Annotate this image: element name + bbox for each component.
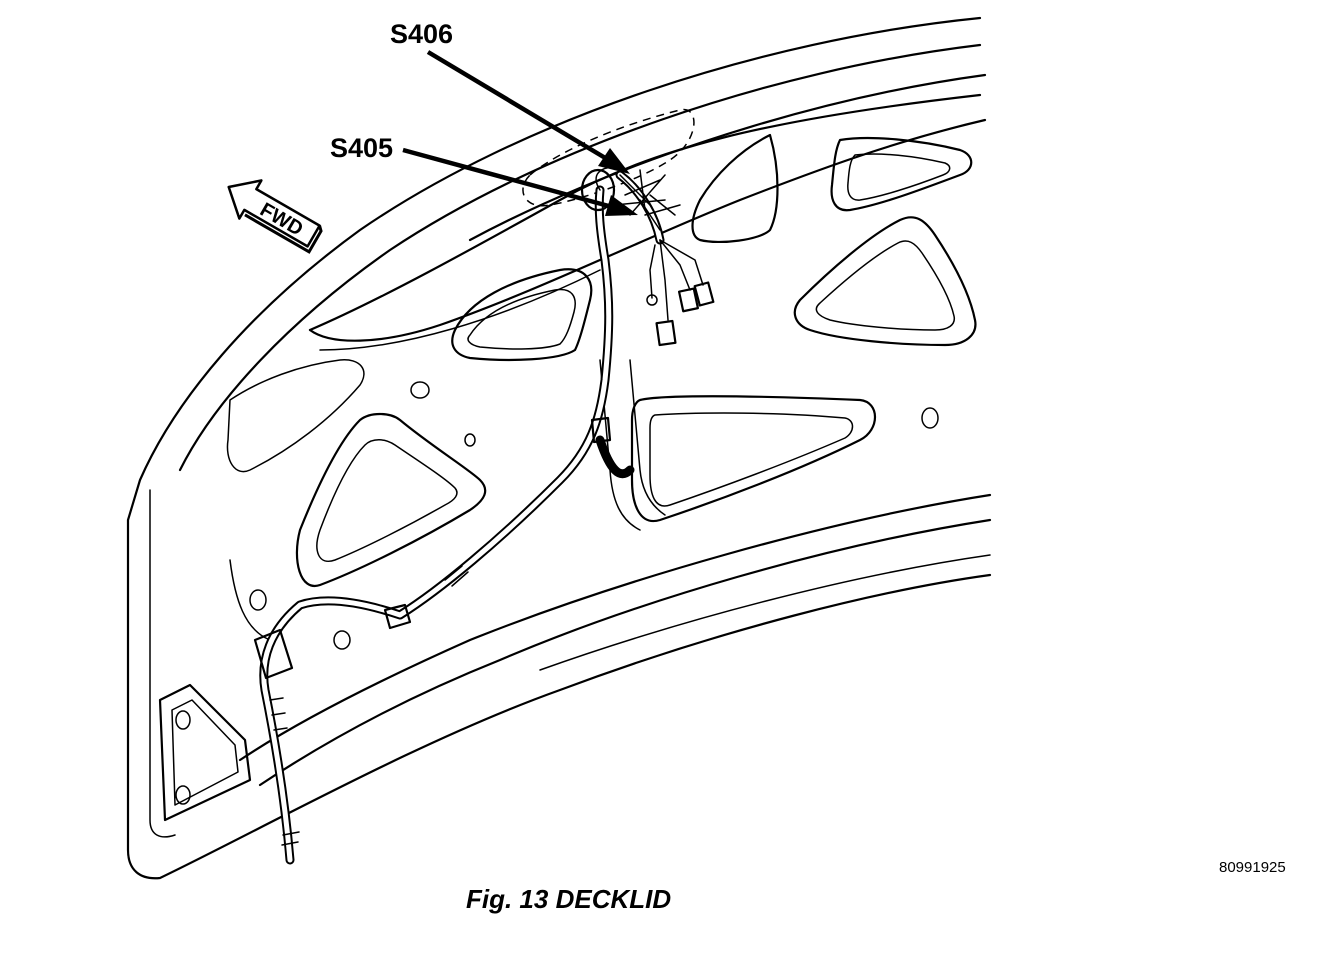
figure-caption: Fig. 13 DECKLID [466,884,672,914]
s405-arrowhead [605,195,638,216]
connectors [646,281,715,347]
s406-leader-line [426,50,614,164]
wiring-harness [253,166,704,865]
s406-arrowhead [598,148,630,174]
splice-marks [580,168,681,231]
hinge-bracket [158,683,252,822]
upper-ledge [308,93,987,351]
figure-code: 80991925 [1219,859,1286,876]
s405-leader-line [402,147,617,211]
callout-arrows [402,50,638,216]
mounting-holes [175,381,939,805]
callout-s405: S405 [330,133,393,163]
inner-panels [226,133,977,641]
fwd-arrow-icon: FWD [227,179,323,254]
decklid-outline [126,16,992,880]
callout-s406: S406 [390,19,453,49]
